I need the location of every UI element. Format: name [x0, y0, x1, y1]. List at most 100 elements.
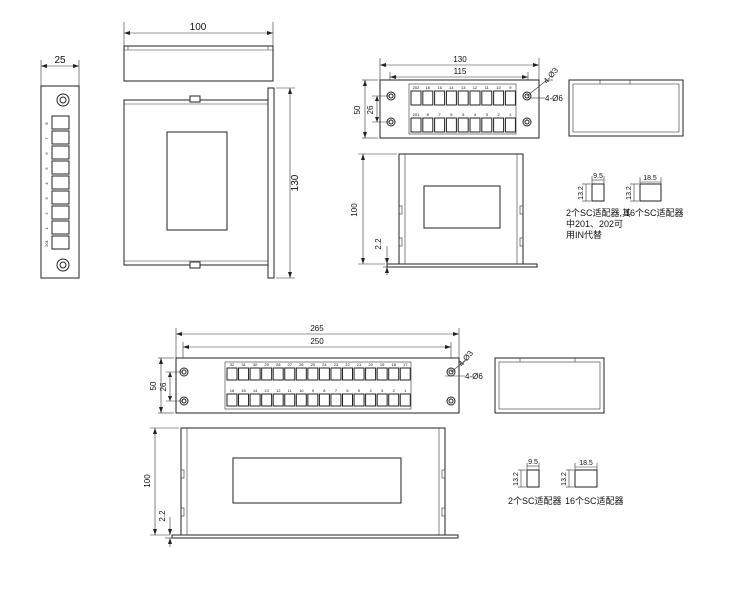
view1-strip-port — [51, 235, 70, 250]
view3-top-port — [226, 367, 238, 381]
view1-strip-port — [51, 190, 70, 205]
view3-adapter-big: 18.5 13.2 — [561, 460, 598, 488]
view2-bottom-port — [493, 117, 505, 133]
view1-side-body: 130 — [123, 87, 301, 279]
view3-top-port — [399, 367, 411, 381]
view3-bottom-port-number: 7 — [335, 388, 338, 393]
view3-bottom-port-number: 16 — [230, 388, 235, 393]
view3-bottom-port-number: 11 — [288, 388, 293, 393]
view3-hole-label-2: 4-Ø6 — [465, 372, 483, 381]
view3-top-port-number: 22 — [345, 362, 350, 367]
view2-bottom-port — [469, 117, 481, 133]
view3-adapter-big-h: 13.2 — [561, 472, 568, 486]
view2-top-port-number: 13 — [461, 85, 466, 90]
view2-bottom-port-number: 8 — [427, 112, 430, 117]
view3-bottom-port — [330, 393, 342, 407]
view3-bottom-port-number: 15 — [241, 388, 246, 393]
view3-note-16sc: 16个SC适配器 — [565, 496, 624, 506]
view3-top-port — [307, 367, 319, 381]
view2-front-view: 100 2.2 — [350, 153, 538, 275]
view3-bottom-port-number: 10 — [299, 388, 304, 393]
view3-top-port-number: 23 — [334, 362, 339, 367]
view3-bottom-port — [376, 393, 388, 407]
view1-strip-port-number: 7 — [44, 137, 49, 140]
view2-flange: 2.2 — [374, 238, 383, 250]
view3-top-port-number: 32 — [230, 362, 235, 367]
view2-top-port — [434, 90, 446, 106]
view3-bottom-port-number: 12 — [276, 388, 281, 393]
view3-flange: 2.2 — [158, 510, 167, 522]
view3-bottom-port-number: 6 — [346, 388, 349, 393]
view3-overall-width: 265 — [310, 324, 324, 333]
view3-bottom-port-number: 8 — [323, 388, 326, 393]
view1-strip-port-number: 201 — [44, 239, 49, 246]
view3-top-port — [342, 367, 353, 381]
view2-hole-label-1: 4-Ø3 — [542, 65, 561, 85]
view2-bottom-port — [422, 117, 434, 133]
view2-note-16sc: 16个SC适配器 — [625, 208, 684, 218]
view3-bottom-port — [342, 393, 353, 407]
view3-top-port-number: 31 — [241, 362, 246, 367]
view2-top-port — [410, 90, 422, 106]
view2-top-port-number: 12 — [473, 85, 478, 90]
view3-front-view: 100 2.2 — [143, 427, 459, 547]
view1-strip-port — [51, 115, 70, 130]
view3-note-2sc: 2个SC适配器 — [508, 496, 562, 506]
view2-top-port — [493, 90, 505, 106]
view2-height-50: 50 — [353, 105, 362, 114]
view3-top-port — [261, 367, 273, 381]
view1-strip-port — [51, 160, 70, 175]
view2-adapter-small-w: 9.5 — [593, 173, 603, 180]
view2-top-port — [469, 90, 481, 106]
view2-top-port-number: 202 — [413, 85, 420, 90]
view3-top-port — [284, 367, 296, 381]
view2-bottom-port — [481, 117, 493, 133]
view3-top-port-number: 25 — [311, 362, 316, 367]
view3-bottom-port-number: 1 — [404, 388, 407, 393]
view3-top-port — [238, 367, 250, 381]
view3-top-port-number: 19 — [380, 362, 385, 367]
view2-bottom-port-number: 5 — [462, 112, 465, 117]
view3-bottom-port-number: 14 — [253, 388, 258, 393]
view2-top-port-number: 9 — [509, 85, 512, 90]
view3-height-26: 26 — [159, 382, 168, 391]
view3-bottom-port — [261, 393, 273, 407]
view2-side-cover — [568, 79, 684, 137]
view3-inner-width: 250 — [310, 337, 324, 346]
view2-bottom-port-number: 6 — [450, 112, 453, 117]
view1-strip-port-number: 5 — [44, 167, 49, 170]
view3-bottom-port — [365, 393, 377, 407]
view3-height-50: 50 — [149, 381, 158, 390]
view3-top-port-number: 27 — [288, 362, 293, 367]
view3-bottom-port-number: 5 — [358, 388, 361, 393]
view3-top-port-number: 28 — [276, 362, 281, 367]
view3-bottom-port-number: 4 — [369, 388, 372, 393]
view3-top-port-number: 21 — [357, 362, 362, 367]
view3-bottom-port — [353, 393, 365, 407]
view3-bottom-port-number: 3 — [381, 388, 384, 393]
view3-top-port — [330, 367, 342, 381]
view3-adapter-small-w: 9.5 — [528, 459, 538, 466]
view3-top-port-number: 20 — [368, 362, 373, 367]
view2-adapter-big: 18.5 13.2 — [626, 175, 662, 202]
view3-bottom-port — [318, 393, 330, 407]
view2-bottom-port — [445, 117, 457, 133]
view3-top-port-number: 18 — [391, 362, 396, 367]
view3-bottom-port — [249, 393, 261, 407]
view1-strip-port-number: 1 — [44, 227, 49, 230]
view3-bottom-port-number: 9 — [312, 388, 315, 393]
view2-top-port — [457, 90, 469, 106]
view3-top-port-number: 24 — [322, 362, 327, 367]
view2-bottom-port-number: 2 — [497, 112, 500, 117]
view2-top-port-number: 14 — [449, 85, 454, 90]
view3-top-port — [376, 367, 388, 381]
view1-top-cover: 100 — [123, 22, 274, 82]
view2-bottom-port — [434, 117, 446, 133]
view3-bottom-port — [284, 393, 296, 407]
view1-strip-port — [51, 220, 70, 235]
view3-bottom-port — [272, 393, 284, 407]
view3-top-port-number: 30 — [253, 362, 258, 367]
view2-top-port-number: 10 — [496, 85, 501, 90]
